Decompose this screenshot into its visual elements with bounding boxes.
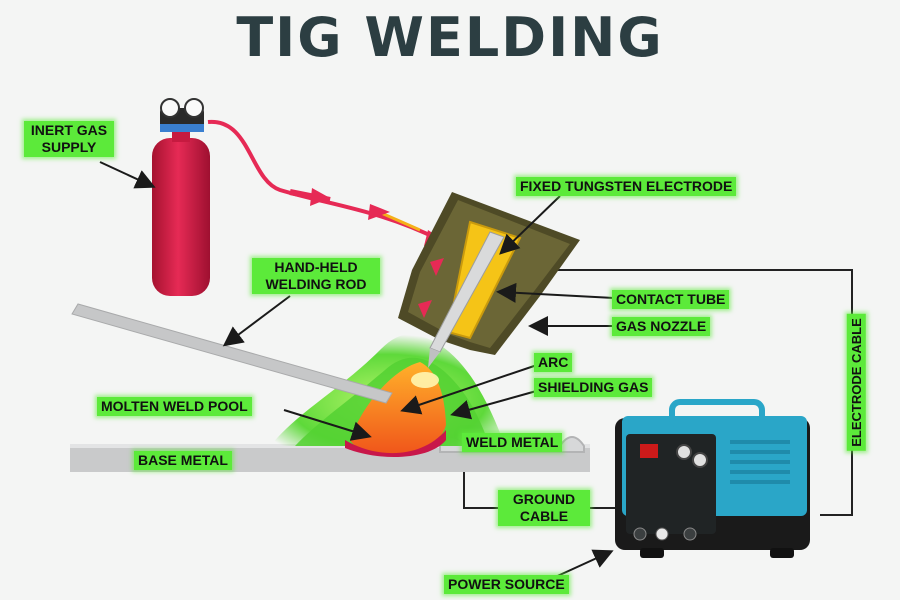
arc: [411, 372, 439, 388]
label-weld-metal: WELD METAL: [462, 433, 563, 452]
hand-held-welding-rod: [71, 303, 393, 404]
gas-hose: [207, 119, 441, 242]
inert-gas-cylinder: [152, 98, 210, 296]
label-fixed-tungsten-electrode: FIXED TUNGSTEN ELECTRODE: [516, 177, 737, 196]
power-source-unit: [615, 399, 810, 558]
label-contact-tube: CONTACT TUBE: [612, 290, 730, 309]
label-shielding-gas: SHIELDING GAS: [534, 378, 653, 397]
label-electrode-cable: ELECTRODE CABLE: [846, 314, 866, 451]
label-gas-nozzle: GAS NOZZLE: [612, 317, 711, 336]
diagram-title: TIG WELDING: [236, 6, 664, 69]
label-power-source: POWER SOURCE: [444, 575, 569, 594]
label-inert-gas-supply: INERT GAS SUPPLY: [24, 121, 114, 157]
tungsten-electrode: [428, 231, 505, 368]
welding-torch: [398, 192, 580, 368]
label-arc: ARC: [534, 353, 573, 372]
label-base-metal: BASE METAL: [134, 451, 232, 470]
label-hand-held-welding-rod: HAND-HELD WELDING ROD: [252, 258, 380, 294]
label-ground-cable: GROUND CABLE: [498, 490, 590, 526]
torch-gas-arrows: [418, 258, 444, 318]
label-molten-weld-pool: MOLTEN WELD POOL: [97, 397, 252, 416]
